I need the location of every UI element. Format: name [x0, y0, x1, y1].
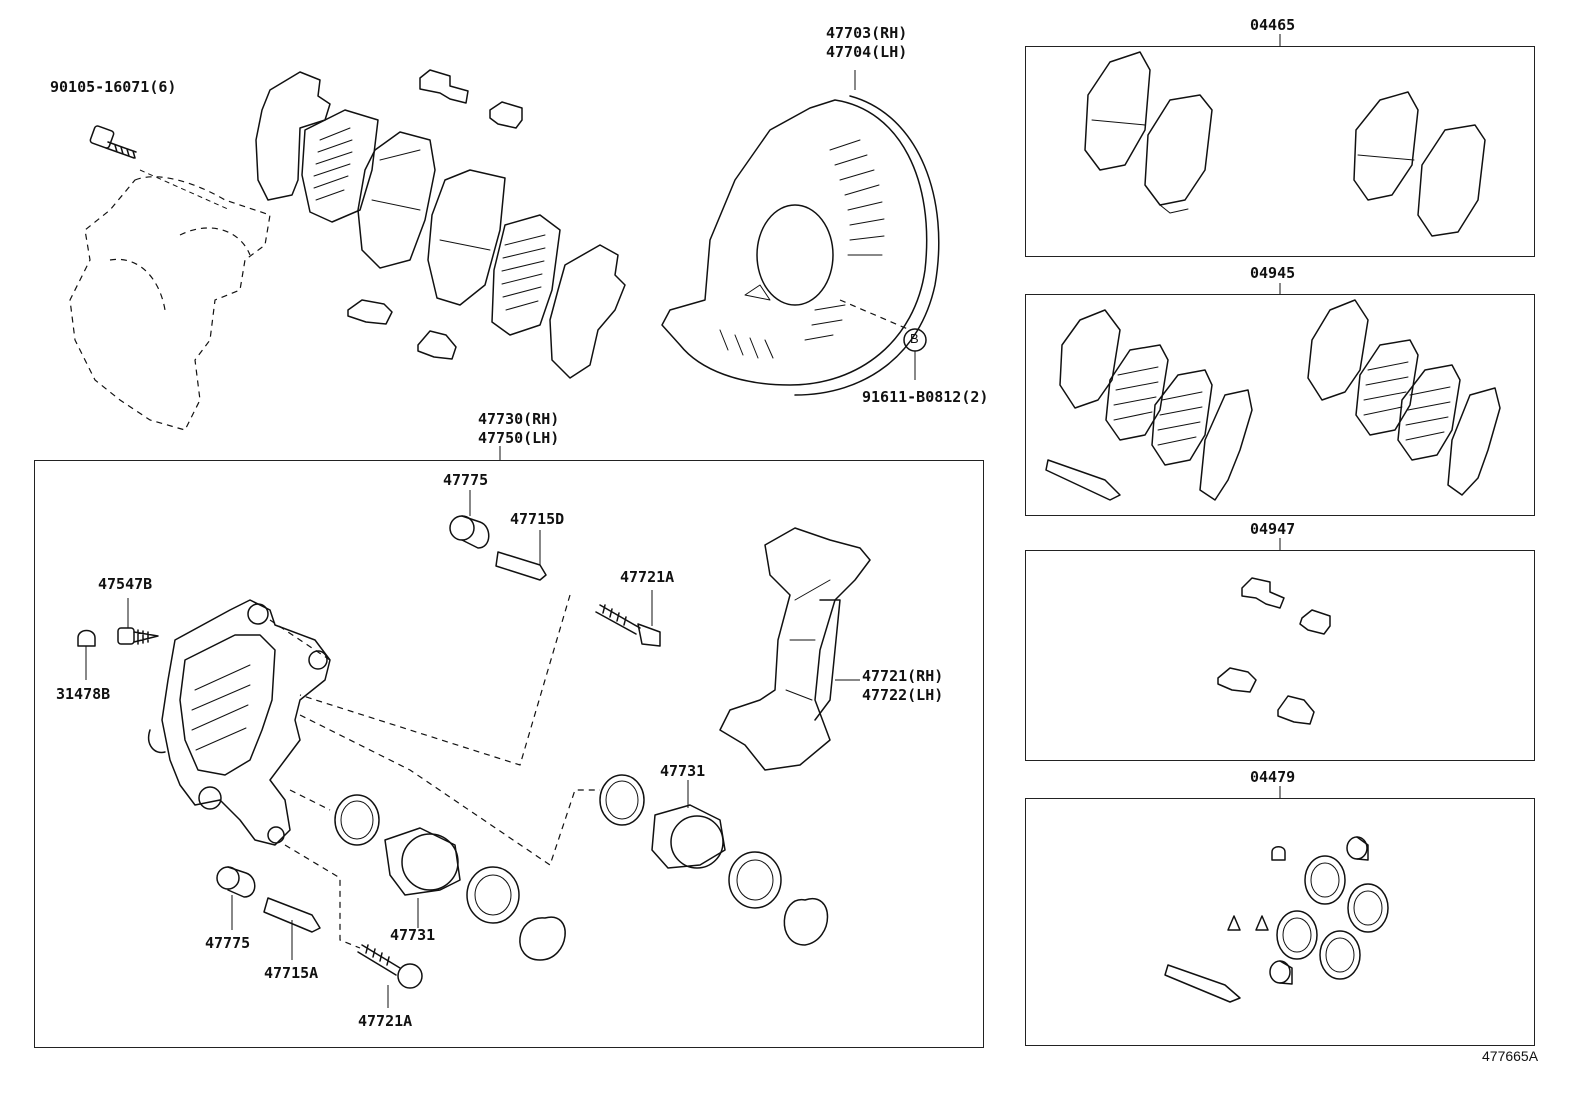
label-kit-04945: 04945: [1250, 264, 1296, 282]
bleeder-plug: [117, 598, 159, 645]
caliper-assembly-box: [34, 460, 984, 1048]
piston-seals: [289, 714, 829, 961]
bolt-90105: [89, 125, 231, 211]
label-caliper-rh: 47730(RH): [478, 410, 560, 428]
steering-knuckle: [69, 176, 271, 431]
label-boot-upper: 47775: [443, 471, 489, 489]
caliper-mounting-bracket: [719, 527, 871, 771]
label-bleeder-cap: 31478B: [56, 685, 111, 703]
label-kit-04465: 04465: [1250, 16, 1296, 34]
upper-slide-hardware: [269, 490, 661, 766]
caliper-body: [148, 599, 331, 846]
label-bleeder-plug: 47547B: [98, 575, 153, 593]
label-bolt-upper: 47721A: [620, 568, 675, 586]
label-caliper-lh: 47750(LH): [478, 429, 560, 447]
kit-box-04465: [1025, 46, 1535, 257]
label-dust-cover-lh: 47704(LH): [826, 43, 908, 61]
label-kit-04479: 04479: [1250, 768, 1296, 786]
callout-circle-letter: B: [910, 331, 919, 346]
label-slide-pin-d: 47715D: [510, 510, 565, 528]
label-mounting-lh: 47722(LH): [862, 686, 944, 704]
label-kit-04947: 04947: [1250, 520, 1296, 538]
label-callout-bolt: 91611-B0812(2): [862, 388, 989, 406]
disc-dust-cover: [661, 70, 940, 396]
label-piston-left: 47731: [390, 926, 436, 944]
kit-04479-seals: [1164, 836, 1389, 1003]
kit-box-04947: [1025, 550, 1535, 761]
bleeder-cap: [77, 629, 96, 680]
label-dust-cover-rh: 47703(RH): [826, 24, 908, 42]
label-bolt-90105: 90105-16071(6): [50, 78, 177, 96]
label-bolt-lower: 47721A: [358, 1012, 413, 1030]
lower-slide-hardware: [216, 844, 423, 1008]
label-piston-right: 47731: [660, 762, 706, 780]
kit-04945-shims: [1045, 299, 1501, 501]
kit-04465-pads: [1084, 51, 1486, 237]
diagram-reference-code: 477665A: [1482, 1048, 1539, 1064]
label-slide-pin-a: 47715A: [264, 964, 319, 982]
label-boot-lower: 47775: [205, 934, 251, 952]
kit-box-04945: [1025, 294, 1535, 516]
kit-box-04479: [1025, 798, 1535, 1046]
label-mounting-rh: 47721(RH): [862, 667, 944, 685]
kit-04947-clips: [1217, 577, 1331, 725]
brake-pad-stack: [255, 69, 626, 379]
